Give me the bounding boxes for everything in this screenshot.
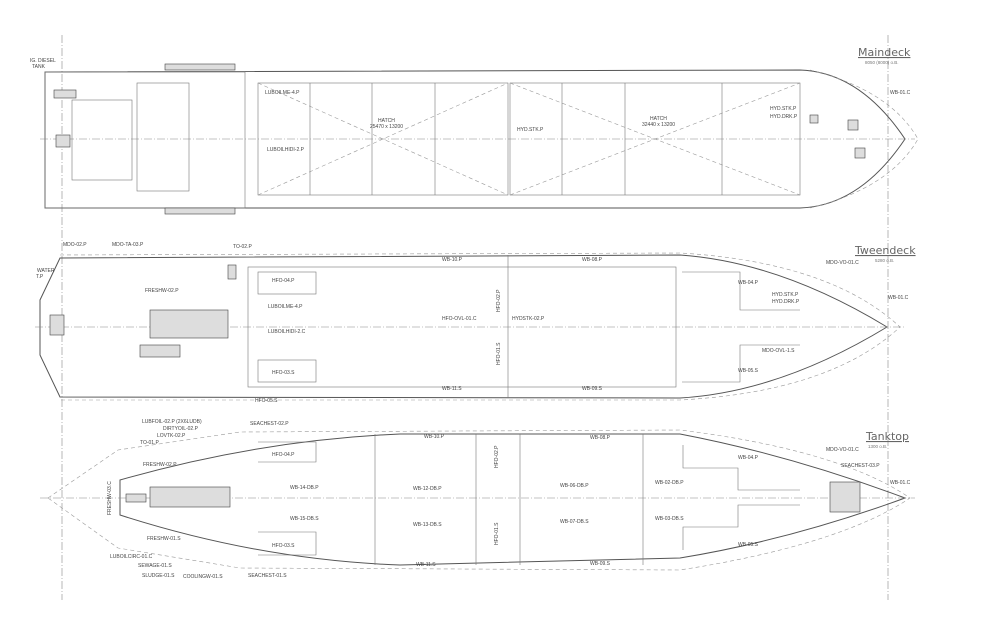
label-wb04: WB-04.P bbox=[738, 455, 759, 461]
label-hfo01: HFO-01.S bbox=[496, 342, 502, 365]
label-sewage: SEWAGE-01.S bbox=[138, 563, 172, 569]
label-hfo02: HFO-02.P bbox=[494, 445, 500, 468]
label-wb08: WB-08.P bbox=[590, 435, 611, 441]
label-mdota03: MDO-TA-03.P bbox=[112, 242, 144, 248]
label-freshw03: FRESHW-03.C bbox=[107, 481, 113, 515]
tweendeck-plan bbox=[35, 252, 905, 401]
label-wb09: WB-09.S bbox=[590, 561, 611, 567]
label-hfoovl: HFO-OVL-01.C bbox=[442, 316, 477, 322]
label-wb06: WB-06-DB.P bbox=[560, 483, 589, 489]
label-hfo02: HFO-02.P bbox=[496, 289, 502, 312]
tweendeck-title: Tweendeck bbox=[854, 244, 916, 257]
label-hydstk: HYD.STK.P bbox=[770, 106, 797, 112]
label-hfo01: HFO-01.S bbox=[494, 522, 500, 545]
tanktop-title: Tanktop bbox=[865, 430, 909, 443]
label-wb10: WB-10.P bbox=[442, 257, 463, 263]
label-wb15: WB-15-DB.S bbox=[290, 516, 319, 522]
label-wb11: WB-11.S bbox=[442, 386, 462, 392]
label-lovtk: LOVTK-02.P bbox=[157, 433, 186, 439]
label-hyddrk: HYD.DRK.P bbox=[772, 299, 800, 305]
label-seachest03: SEACHEST-03.P bbox=[841, 463, 880, 469]
label-to02: TO-02.P bbox=[233, 244, 252, 250]
label-seachest01: SEACHEST-01.S bbox=[248, 573, 287, 579]
label-wb01: WB-01.C bbox=[890, 90, 911, 96]
label-ig-diesel: IG. DIESEL bbox=[30, 58, 56, 64]
tweendeck-level: 5280 o.B. bbox=[875, 258, 894, 263]
label-hydstk: HYD.STK.P bbox=[772, 292, 799, 298]
label-freshw02: FRESHW-02.P bbox=[143, 462, 177, 468]
label-hydstk-mid: HYD.STK.P bbox=[517, 127, 544, 133]
label-luboilhidi: LUBOILHIDI-2.C bbox=[268, 329, 306, 335]
label-wb01: WB-01.C bbox=[888, 295, 909, 301]
label-mdovo: MDO-VO-01.C bbox=[826, 447, 859, 453]
label-mdovo: MDO-VO-01.C bbox=[826, 260, 859, 266]
label-wb13: WB-13-DB.S bbox=[413, 522, 442, 528]
label-hfo03: HFO-03.S bbox=[272, 543, 295, 549]
label-lubfoil: LUBFOIL-02.P (2X6LUDB) bbox=[142, 419, 202, 425]
label-hfo04: HFO-04.P bbox=[272, 278, 295, 284]
label-wb01: WB-01.C bbox=[890, 480, 911, 486]
tanktop-level: 1300 o.B. bbox=[868, 444, 887, 449]
tanktop-plan bbox=[40, 429, 915, 571]
maindeck-level: 8050 (8000) o.B. bbox=[865, 60, 899, 65]
label-seachest02: SEACHEST-02.P bbox=[250, 421, 289, 427]
label-tp: T.P bbox=[36, 274, 44, 280]
label-luboilcirc: LUBOILCIRC-01.C bbox=[110, 554, 153, 560]
maindeck-title: Maindeck bbox=[858, 46, 911, 59]
label-wb12: WB-12-DB.P bbox=[413, 486, 442, 492]
label-wb11: WB-11.S bbox=[416, 562, 436, 568]
label-luboilme: LUBOILME-4.P bbox=[268, 304, 303, 310]
label-hatch-1-dim: 25470 x 13200 bbox=[370, 124, 403, 130]
reference-lines bbox=[61, 35, 889, 600]
label-freshw02: FRESHW-02.P bbox=[145, 288, 179, 294]
label-coolingw: COOLINGW-01.S bbox=[183, 574, 223, 580]
label-wb05: WB-05.S bbox=[738, 542, 759, 548]
label-tank: TANK bbox=[32, 64, 46, 70]
label-hydstk02: HYDSTK-02.P bbox=[512, 316, 545, 322]
label-hfo04: HFO-04.P bbox=[272, 452, 295, 458]
label-wb10: WB-10.P bbox=[424, 434, 445, 440]
label-wb04: WB-04.P bbox=[738, 280, 759, 286]
label-hyddrk: HYD.DRK.P bbox=[770, 114, 798, 120]
label-hatch-1: HATCH bbox=[378, 118, 395, 124]
label-hatch-2-dim: 32440 x 13200 bbox=[642, 122, 675, 128]
label-hfo05: HFO-05.S bbox=[255, 398, 278, 404]
label-luboilme: LUBOILME-4.P bbox=[265, 90, 300, 96]
label-mdo02: MDO-02.P bbox=[63, 242, 87, 248]
label-wb03: WB-03-DB.S bbox=[655, 516, 684, 522]
label-to01: TO-01.P bbox=[140, 440, 159, 446]
label-wb14: WB-14-DB.P bbox=[290, 485, 319, 491]
label-hfo03: HFO-03.S bbox=[272, 370, 295, 376]
maindeck-plan bbox=[40, 63, 919, 215]
label-wb05: WB-05.S bbox=[738, 368, 759, 374]
label-sludge: SLUDGE-01.S bbox=[142, 573, 175, 579]
label-dirtyoil: DIRTYOIL-02.P bbox=[163, 426, 199, 432]
label-mdoovl: MDO-OVL-1.S bbox=[762, 348, 795, 354]
label-water: WATER bbox=[37, 268, 55, 274]
label-luboilhidi: LUBOILHIDI-2.P bbox=[267, 147, 305, 153]
label-freshw01: FRESHW-01.S bbox=[147, 536, 181, 542]
label-hatch-2: HATCH bbox=[650, 116, 667, 122]
label-wb02: WB-02-DB.P bbox=[655, 480, 684, 486]
label-wb09: WB-09.S bbox=[582, 386, 603, 392]
label-wb07: WB-07-DB.S bbox=[560, 519, 589, 525]
label-wb08: WB-08.P bbox=[582, 257, 603, 263]
